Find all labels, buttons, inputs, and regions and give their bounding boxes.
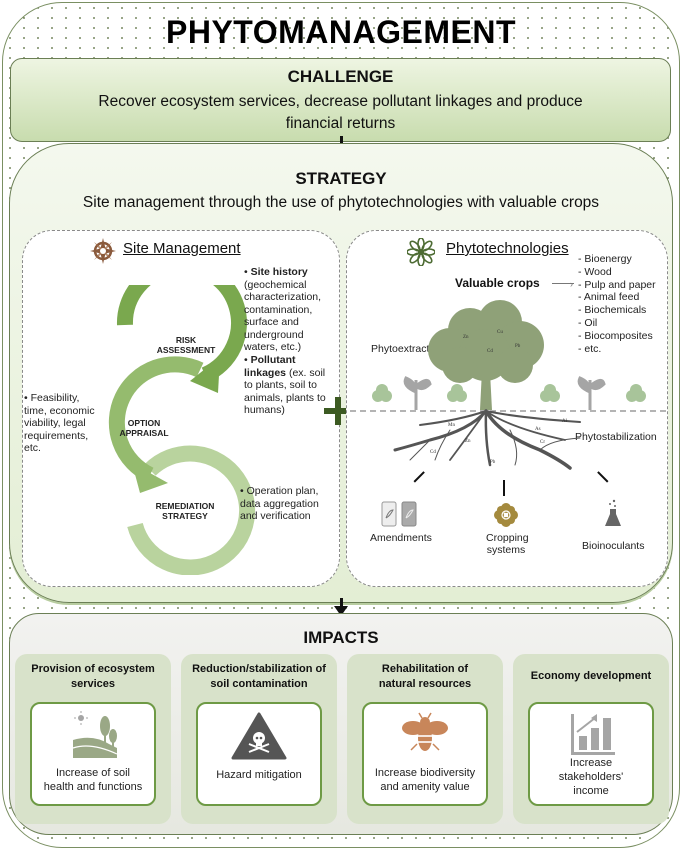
phytoextraction-label: Phytoextraction (371, 343, 444, 355)
arrow-stem-strategy (340, 598, 343, 608)
impact-card-hazard: Hazard mitigation (196, 702, 322, 806)
phytotechnologies-panel (346, 230, 668, 587)
crop-uses-list: - Bioenergy - Wood - Pulp and paper - An… (578, 253, 656, 355)
flower-icon (407, 238, 435, 266)
growth-chart-icon (571, 714, 615, 755)
sprout-plant (403, 376, 606, 410)
note-pollutant-linkages: • Pollutant linkages (ex. soil to plants… (244, 354, 326, 416)
note-site-history: • Site history (geochemical characteriza… (244, 266, 322, 353)
root-element: Cd (430, 450, 436, 455)
crop-item: - Oil (578, 316, 598, 329)
compass-rose-icon (90, 238, 116, 264)
canopy-element: Cd (487, 349, 493, 354)
root-element: Pb (490, 460, 496, 465)
crop-item: - etc. (578, 342, 602, 355)
strategy-heading: STRATEGY (295, 169, 387, 188)
crop-item: - Pulp and paper (578, 278, 656, 291)
crop-item: - Biochemicals (578, 304, 647, 317)
arrow-stem-challenge (340, 136, 343, 146)
strategy-text: Site management through the use of phyto… (82, 194, 600, 211)
bioinoculants-label: Bioinoculants (582, 540, 645, 552)
root-system (393, 409, 581, 470)
tree-canopy (428, 300, 544, 383)
valuable-crops-label: Valuable crops (455, 276, 540, 290)
phytotechnologies-title: Phytotechnologies (446, 240, 569, 257)
crop-item: - Animal feed (578, 291, 640, 304)
cropping-arrow (503, 480, 505, 496)
site-management-panel (22, 230, 340, 587)
challenge-text: Recover ecosystem services, decrease pol… (98, 93, 583, 132)
risk-assessment-arrowhead (190, 357, 220, 393)
amendments-label: Amendments (370, 532, 432, 544)
site-management-title: Site Management (123, 240, 241, 257)
plus-icon (324, 397, 352, 425)
root-element: Zn (465, 439, 471, 444)
fertilizer-bags-icon (381, 501, 417, 527)
arrow-down-icon (334, 606, 348, 616)
root-element: Al (562, 419, 568, 424)
flask-icon (605, 499, 621, 526)
root-element: Cr (540, 440, 545, 445)
challenge-box: CHALLENGE Recover ecosystem services, de… (10, 58, 671, 142)
clover-plant (372, 384, 646, 402)
landscape-trees-icon (72, 711, 118, 758)
valuable-crops-arrow-line (552, 283, 574, 284)
tree-trunk (470, 358, 502, 410)
option-appraisal-arrowhead (132, 463, 168, 493)
tree-and-roots-illustration: Zn Cu Cd Pb Mn Al As Cr Zn Cd Pb (350, 300, 670, 470)
note-feasibility: • Feasibility, time, economic viability,… (24, 392, 95, 454)
management-cycle-diagram (108, 285, 256, 575)
main-title: PHYTOMANAGEMENT (165, 14, 517, 50)
skull-warning-icon (231, 712, 287, 760)
crop-item: - Biocomposites (578, 329, 653, 342)
valuable-crops-arrow-icon: › (570, 279, 573, 289)
crop-item: - Wood (578, 265, 612, 278)
risk-assessment-ring (116, 285, 247, 383)
bee-icon (402, 712, 448, 751)
note-operation-plan: • Operation plan, data aggregation and v… (240, 485, 319, 522)
crop-item: - Bioenergy (578, 253, 632, 265)
option-appraisal-ring (108, 356, 204, 483)
remediation-ring (127, 445, 256, 575)
impact-card-text: Hazard mitigation (216, 769, 302, 781)
root-element: As (535, 427, 541, 432)
canopy-element: Cu (497, 330, 503, 335)
canopy-element: Pb (515, 344, 521, 349)
challenge-heading: CHALLENGE (287, 67, 394, 86)
impact-title: Economy development (530, 670, 652, 682)
cropping-flower-icon (494, 503, 518, 527)
phytostabilization-label: Phytostabilization (575, 431, 657, 443)
impacts-heading: IMPACTS (303, 628, 379, 647)
canopy-element: Zn (463, 335, 469, 340)
root-element: Mn (448, 423, 455, 428)
